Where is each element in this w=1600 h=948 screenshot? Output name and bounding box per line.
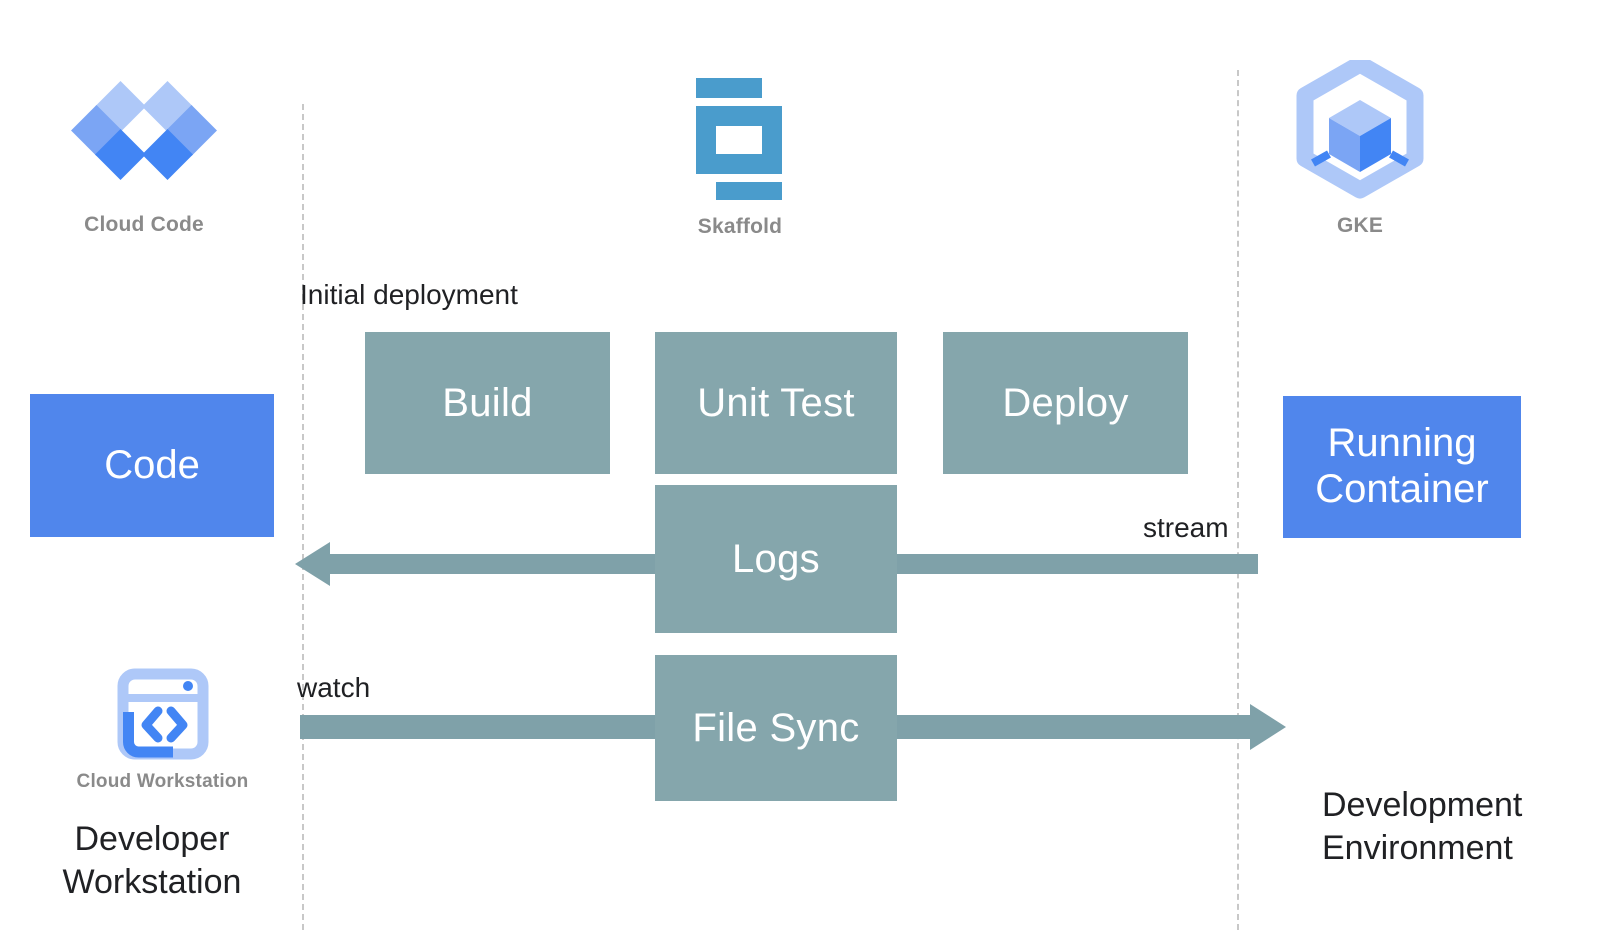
logo-caption-cloud-code: Cloud Code — [84, 213, 204, 236]
box-running-container: Running Container — [1283, 396, 1521, 538]
development-environment-line2: Environment — [1322, 828, 1513, 867]
label-developer-workstation: Developer Workstation — [22, 818, 282, 903]
box-running-container-line1: Running — [1327, 421, 1477, 466]
box-unit-test: Unit Test — [655, 332, 897, 474]
logo-cloud-code: Cloud Code — [44, 78, 244, 237]
boundary-line-right — [1237, 70, 1239, 930]
label-initial-deployment: Initial deployment — [300, 279, 518, 310]
skaffold-icon — [696, 78, 782, 202]
box-file-sync: File Sync — [655, 655, 897, 801]
logo-caption-skaffold: Skaffold — [697, 215, 783, 238]
boundary-line-left — [302, 104, 304, 930]
box-running-container-line2: Container — [1315, 467, 1489, 511]
developer-workstation-line2: Workstation — [62, 862, 242, 901]
label-development-environment: Development Environment — [1322, 784, 1552, 869]
cloud-code-icon — [71, 81, 217, 180]
box-deploy: Deploy — [943, 332, 1188, 474]
logo-cloud-workstation: Cloud Workstation — [60, 668, 265, 793]
development-environment-line1: Development — [1322, 786, 1523, 824]
logo-caption-cloud-workstation: Cloud Workstation — [76, 771, 249, 792]
label-watch: watch — [297, 672, 371, 703]
box-code: Code — [30, 394, 274, 537]
box-logs: Logs — [655, 485, 897, 633]
box-build: Build — [365, 332, 610, 474]
logo-skaffold: Skaffold — [640, 70, 840, 239]
label-stream: stream — [1143, 512, 1229, 543]
gke-icon — [1296, 55, 1424, 199]
cloud-workstation-icon — [117, 668, 208, 760]
developer-workstation-line1: Developer — [74, 820, 230, 858]
logo-gke: GKE — [1280, 55, 1440, 238]
logo-caption-gke: GKE — [1336, 214, 1384, 237]
